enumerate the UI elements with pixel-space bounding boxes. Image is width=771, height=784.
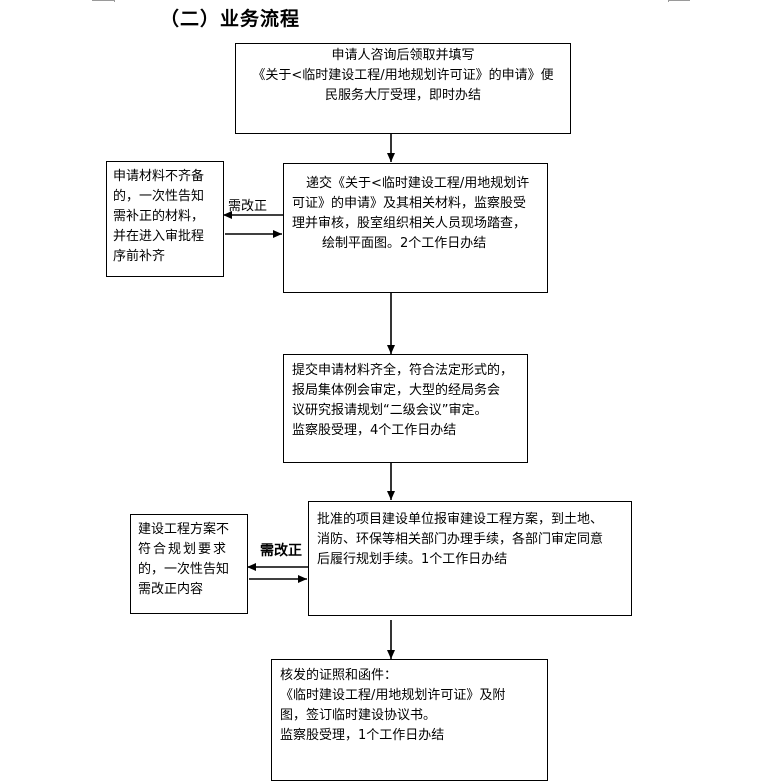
step-4-line-2: 消防、环保等相关部门办理手续，各部门审定同意 — [317, 532, 604, 547]
side-box-1-line-2: 的，一次性告知 — [113, 189, 205, 204]
side-box-1-line-5: 序前补齐 — [113, 249, 166, 264]
page-corner-mark-right-v — [668, 0, 669, 2]
step-1-box: 申请人咨询后领取并填写 《关于<临时建设工程/用地规划许可证》的申请》便 民服务… — [235, 43, 571, 134]
step-3-box: 提交申请材料齐全，符合法定形式的， 报局集体例会审定，大型的经局务会 议研究报请… — [283, 354, 528, 463]
step-2-line-4: 绘制平面图。2个工作日办结 — [322, 236, 487, 251]
step-2-line-2: 可证》的申请》及其相关材料，监察股受 — [292, 196, 527, 211]
step-1-line-1: 申请人咨询后领取并填写 — [331, 48, 475, 63]
step-3-line-1: 提交申请材料齐全，符合法定形式的， — [292, 363, 514, 378]
page-corner-mark-left-v — [114, 0, 115, 2]
step-4-line-1: 批准的项目建设单位报审建设工程方案，到土地、 — [317, 512, 604, 527]
step-4-box: 批准的项目建设单位报审建设工程方案，到土地、 消防、环保等相关部门办理手续，各部… — [308, 501, 632, 616]
step-5-line-1: 核发的证照和函件： — [280, 668, 398, 683]
step-5-line-3: 图，签订临时建设协议书。 — [280, 708, 437, 723]
step-4-line-3: 后履行规划手续。1个工作日办结 — [317, 552, 508, 567]
step-2-line-3: 理并审核，股室组织相关人员现场踏查， — [292, 216, 527, 231]
side-box-2-line-3: 的，一次性告知 — [138, 562, 230, 577]
side-box-1-line-3: 需补正的材料， — [113, 209, 205, 224]
side-box-2-line-4: 需改正内容 — [138, 582, 204, 597]
step-2-line-1: 递交《关于<临时建设工程/用地规划许 — [306, 176, 530, 191]
side-box-2-line-2: 符合规划要求 — [138, 542, 229, 557]
side-box-2: 建设工程方案不 符合规划要求 的，一次性告知 需改正内容 — [130, 514, 248, 614]
step-3-line-4: 监察股受理，4个工作日办结 — [292, 423, 457, 438]
step-5-line-4: 监察股受理，1个工作日办结 — [280, 728, 445, 743]
step-3-line-2: 报局集体例会审定，大型的经局务会 — [292, 383, 501, 398]
side-box-1: 申请材料不齐备 的，一次性告知 需补正的材料， 并在进入审批程 序前补齐 — [106, 161, 224, 277]
side-label-2: 需改正 — [260, 543, 302, 559]
step-3-line-3: 议研究报请规划“二级会议”审定。 — [292, 403, 488, 418]
step-5-box: 核发的证照和函件： 《临时建设工程/用地规划许可证》及附 图，签订临时建设协议书… — [271, 659, 548, 781]
step-5-line-2: 《临时建设工程/用地规划许可证》及附 — [280, 688, 506, 703]
step-2-box: 递交《关于<临时建设工程/用地规划许 可证》的申请》及其相关材料，监察股受 理并… — [283, 163, 548, 293]
page-corner-mark-right — [668, 0, 690, 1]
side-box-1-line-4: 并在进入审批程 — [113, 229, 205, 244]
side-box-2-line-1: 建设工程方案不 — [138, 522, 230, 537]
step-1-line-2: 《关于<临时建设工程/用地规划许可证》的申请》便 — [252, 68, 554, 83]
step-1-line-3: 民服务大厅受理，即时办结 — [324, 88, 481, 103]
side-box-1-line-1: 申请材料不齐备 — [113, 169, 205, 184]
side-label-1: 需改正 — [228, 199, 268, 214]
section-title: （二）业务流程 — [160, 8, 301, 30]
page-corner-mark-left — [92, 0, 114, 1]
